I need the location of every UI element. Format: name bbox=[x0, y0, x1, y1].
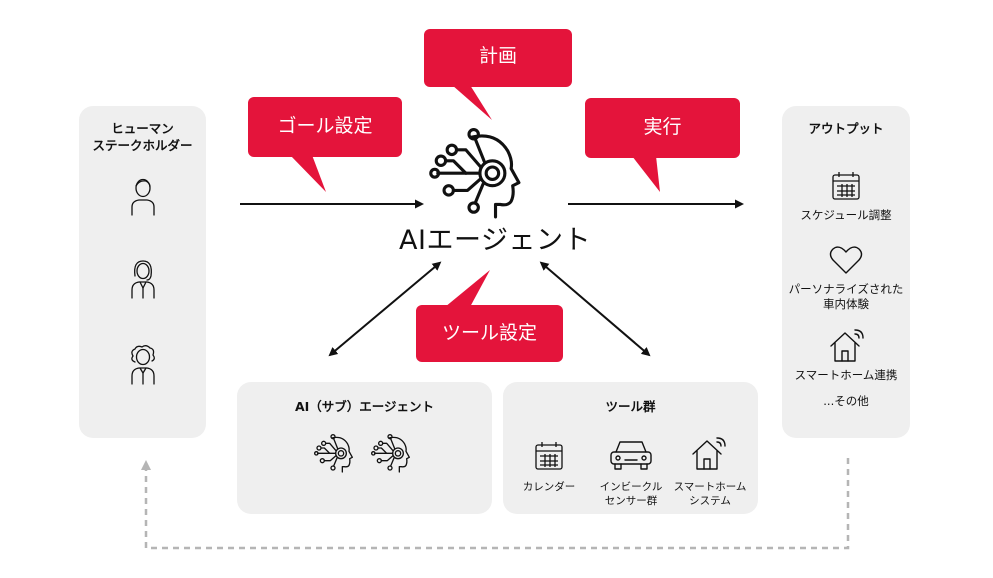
ai-head-icon bbox=[314, 434, 353, 473]
tool-setup-bubble-label: ツール設定 bbox=[441, 322, 537, 344]
car-icon bbox=[610, 441, 652, 470]
plan-bubble bbox=[424, 29, 572, 120]
tool-smarthome-label-line1: スマートホーム bbox=[673, 481, 747, 493]
tool-car-sensors-label-line2: センサー群 bbox=[604, 495, 658, 507]
agent-tools-arrow bbox=[539, 261, 651, 357]
tool-car-sensors-label: インビークル センサー群 bbox=[591, 480, 671, 508]
goal-bubble bbox=[248, 97, 402, 192]
stakeholders-panel: ヒューマン ステークホルダー bbox=[79, 106, 206, 438]
output-panel: アウトプット スケジュール調整 パーソナライズされた 車内体験 スマートホーム連… bbox=[782, 106, 910, 438]
person-icon bbox=[131, 178, 155, 216]
execute-bubble-label: 実行 bbox=[643, 116, 682, 138]
output-item-personalized-label: パーソナライズされた 車内体験 bbox=[782, 282, 910, 312]
tool-setup-bubble bbox=[416, 270, 563, 362]
goal-bubble-label: ゴール設定 bbox=[277, 115, 373, 137]
tool-calendar-label-line1: カレンダー bbox=[522, 481, 576, 493]
plan-bubble-label: 計画 bbox=[478, 45, 517, 67]
agent-subagents-arrow bbox=[328, 261, 442, 357]
stakeholders-title-line2: ステークホルダー bbox=[92, 138, 193, 153]
heart-icon bbox=[829, 246, 863, 274]
smart-home-icon bbox=[830, 329, 864, 362]
feedback-loop-dashed-line bbox=[141, 458, 850, 550]
person-woman-icon bbox=[131, 260, 155, 299]
tool-smarthome-label-line2: システム bbox=[689, 495, 731, 507]
output-item-smarthome-label: スマートホーム連携 bbox=[794, 368, 898, 382]
tool-car-sensors-label-line1: インビークル bbox=[599, 481, 663, 493]
ai-head-icon bbox=[429, 128, 521, 219]
smart-home-icon bbox=[692, 437, 726, 470]
stakeholders-title: ヒューマン ステークホルダー bbox=[79, 120, 206, 154]
output-item-schedule-label: スケジュール調整 bbox=[800, 208, 892, 222]
output-title: アウトプット bbox=[808, 121, 884, 136]
output-item-personalized-line2: 車内体験 bbox=[823, 297, 869, 311]
execute-bubble bbox=[585, 98, 740, 192]
calendar-icon bbox=[832, 172, 860, 200]
person-curly-icon bbox=[131, 345, 155, 385]
tools-panel: ツール群 カレンダー インビークル センサー群 bbox=[503, 382, 758, 514]
tools-title: ツール群 bbox=[605, 399, 656, 414]
sub-agents-panel: AI（サブ）エージェント bbox=[237, 382, 492, 514]
calendar-icon bbox=[535, 442, 563, 470]
ai-head-icon bbox=[371, 434, 410, 473]
tool-smarthome-label: スマートホーム システム bbox=[669, 480, 751, 508]
output-more-label: ...その他 bbox=[823, 394, 869, 408]
sub-agents-title: AI（サブ）エージェント bbox=[294, 399, 435, 414]
output-item-personalized-line1: パーソナライズされた bbox=[788, 282, 904, 296]
stakeholders-title-line1: ヒューマン bbox=[111, 121, 174, 136]
ai-agent-title: AIエージェント bbox=[399, 225, 591, 256]
tool-calendar-label: カレンダー bbox=[509, 480, 589, 494]
